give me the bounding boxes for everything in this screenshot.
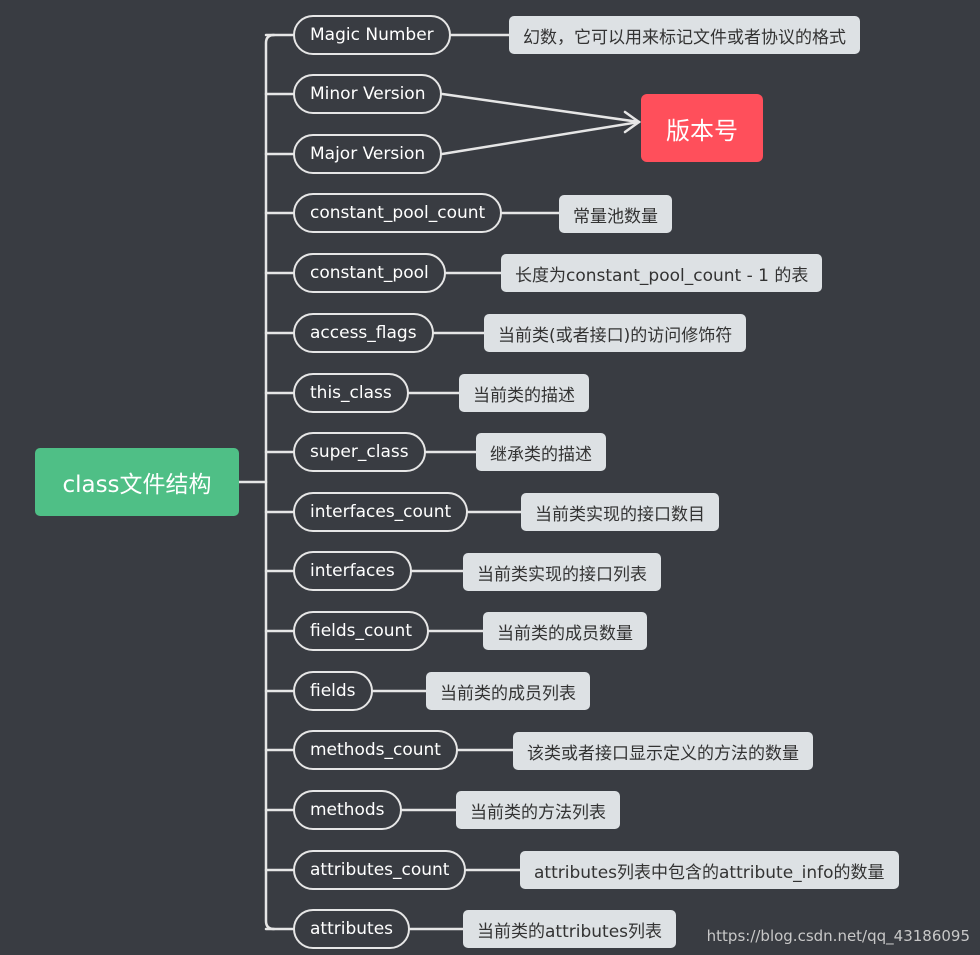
arrow-head (623, 110, 642, 134)
version-node[interactable]: 版本号 (641, 94, 763, 162)
note-constant-pool-count[interactable]: 常量池数量 (559, 195, 672, 233)
note-methods[interactable]: 当前类的方法列表 (456, 791, 620, 829)
node-constant-pool-count[interactable]: constant_pool_count (293, 193, 503, 233)
version-arrow (441, 92, 641, 124)
node-this-class[interactable]: this_class (293, 373, 409, 413)
node-super-class[interactable]: super_class (293, 432, 426, 472)
note-attributes-count[interactable]: attributes列表中包含的attribute_info的数量 (520, 851, 899, 889)
node-methods[interactable]: methods (293, 790, 402, 830)
node-constant-pool[interactable]: constant_pool (293, 253, 446, 293)
note-magic-number[interactable]: 幻数，它可以用来标记文件或者协议的格式 (509, 16, 860, 54)
note-interfaces[interactable]: 当前类实现的接口列表 (463, 553, 661, 591)
note-access-flags[interactable]: 当前类(或者接口)的访问修饰符 (484, 314, 747, 352)
node-fields[interactable]: fields (293, 671, 373, 711)
node-fields-count[interactable]: fields_count (293, 611, 429, 651)
node-minor-version[interactable]: Minor Version (293, 74, 443, 114)
note-super-class[interactable]: 继承类的描述 (476, 433, 606, 471)
root-node[interactable]: class文件结构 (35, 448, 239, 516)
node-interfaces-count[interactable]: interfaces_count (293, 492, 469, 532)
node-access-flags[interactable]: access_flags (293, 313, 434, 353)
node-attributes-count[interactable]: attributes_count (293, 850, 467, 890)
node-interfaces[interactable]: interfaces (293, 551, 412, 591)
version-arrow (440, 120, 641, 156)
node-attributes[interactable]: attributes (293, 909, 411, 949)
node-methods-count[interactable]: methods_count (293, 730, 458, 770)
node-magic-number[interactable]: Magic Number (293, 15, 451, 55)
note-interfaces-count[interactable]: 当前类实现的接口数目 (521, 493, 719, 531)
note-methods-count[interactable]: 该类或者接口显示定义的方法的数量 (513, 732, 813, 770)
note-constant-pool[interactable]: 长度为constant_pool_count - 1 的表 (501, 254, 823, 292)
node-major-version[interactable]: Major Version (293, 134, 443, 174)
note-this-class[interactable]: 当前类的描述 (459, 374, 589, 412)
note-fields[interactable]: 当前类的成员列表 (426, 672, 590, 710)
watermark: https://blog.csdn.net/qq_43186095 (706, 927, 970, 945)
note-fields-count[interactable]: 当前类的成员数量 (483, 612, 647, 650)
note-attributes[interactable]: 当前类的attributes列表 (463, 910, 677, 948)
trunk-line (264, 33, 276, 931)
